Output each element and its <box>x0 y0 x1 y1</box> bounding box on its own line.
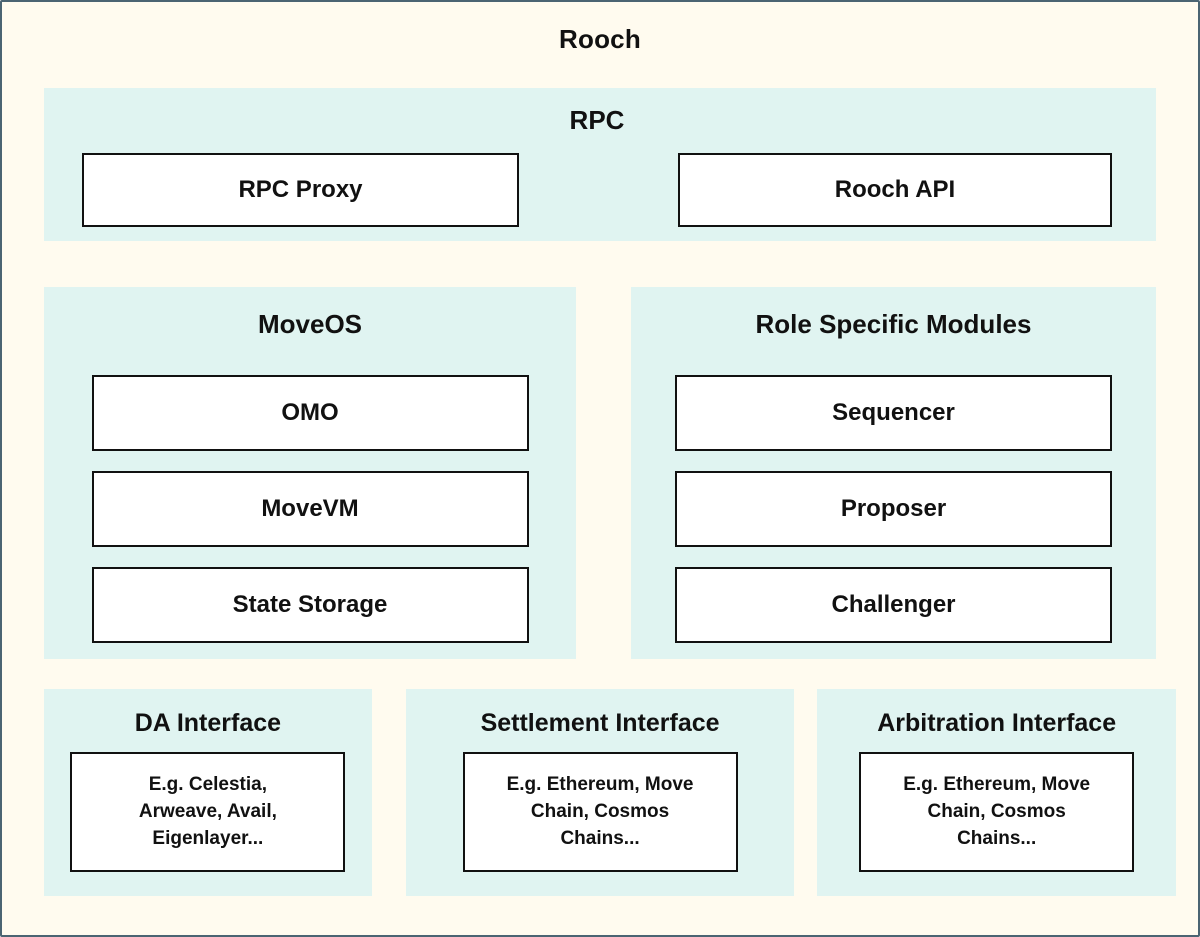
arbitration-interface-section: Arbitration Interface E.g. Ethereum, Mov… <box>817 689 1176 897</box>
da-examples-node: E.g. Celestia, Arweave, Avail, Eigenlaye… <box>70 752 346 873</box>
arbitration-interface-title: Arbitration Interface <box>877 709 1117 738</box>
da-interface-section: DA Interface E.g. Celestia, Arweave, Ava… <box>44 689 372 897</box>
arbitration-examples-node: E.g. Ethereum, Move Chain, Cosmos Chains… <box>859 752 1135 873</box>
movevm-node: MoveVM <box>91 471 529 548</box>
rpc-section: RPC RPC Proxy Rooch API <box>44 88 1156 242</box>
interfaces-row: DA Interface E.g. Celestia, Arweave, Ava… <box>44 689 1176 897</box>
role-modules-nodes: Sequencer Proposer Challenger <box>631 375 1156 644</box>
sequencer-node: Sequencer <box>675 375 1112 452</box>
moveos-nodes: OMO MoveVM State Storage <box>44 375 576 644</box>
state-storage-node: State Storage <box>91 567 529 644</box>
settlement-interface-title: Settlement Interface <box>480 709 720 738</box>
proposer-node: Proposer <box>675 471 1112 548</box>
challenger-node: Challenger <box>675 567 1112 644</box>
middle-row: MoveOS OMO MoveVM State Storage Role Spe… <box>44 287 1156 660</box>
rooch-api-node: Rooch API <box>678 153 1112 228</box>
moveos-section: MoveOS OMO MoveVM State Storage <box>44 287 576 660</box>
moveos-section-title: MoveOS <box>257 309 363 340</box>
rpc-section-title: RPC <box>569 105 625 136</box>
settlement-interface-section: Settlement Interface E.g. Ethereum, Move… <box>405 689 795 897</box>
diagram-title: Rooch <box>559 24 641 54</box>
da-interface-title: DA Interface <box>134 709 282 738</box>
rpc-proxy-node: RPC Proxy <box>82 153 519 228</box>
omo-node: OMO <box>91 375 529 452</box>
role-modules-section: Role Specific Modules Sequencer Proposer… <box>631 287 1156 660</box>
role-modules-section-title: Role Specific Modules <box>755 309 1032 340</box>
rpc-nodes-row: RPC Proxy Rooch API <box>82 153 1112 228</box>
settlement-examples-node: E.g. Ethereum, Move Chain, Cosmos Chains… <box>462 752 738 873</box>
